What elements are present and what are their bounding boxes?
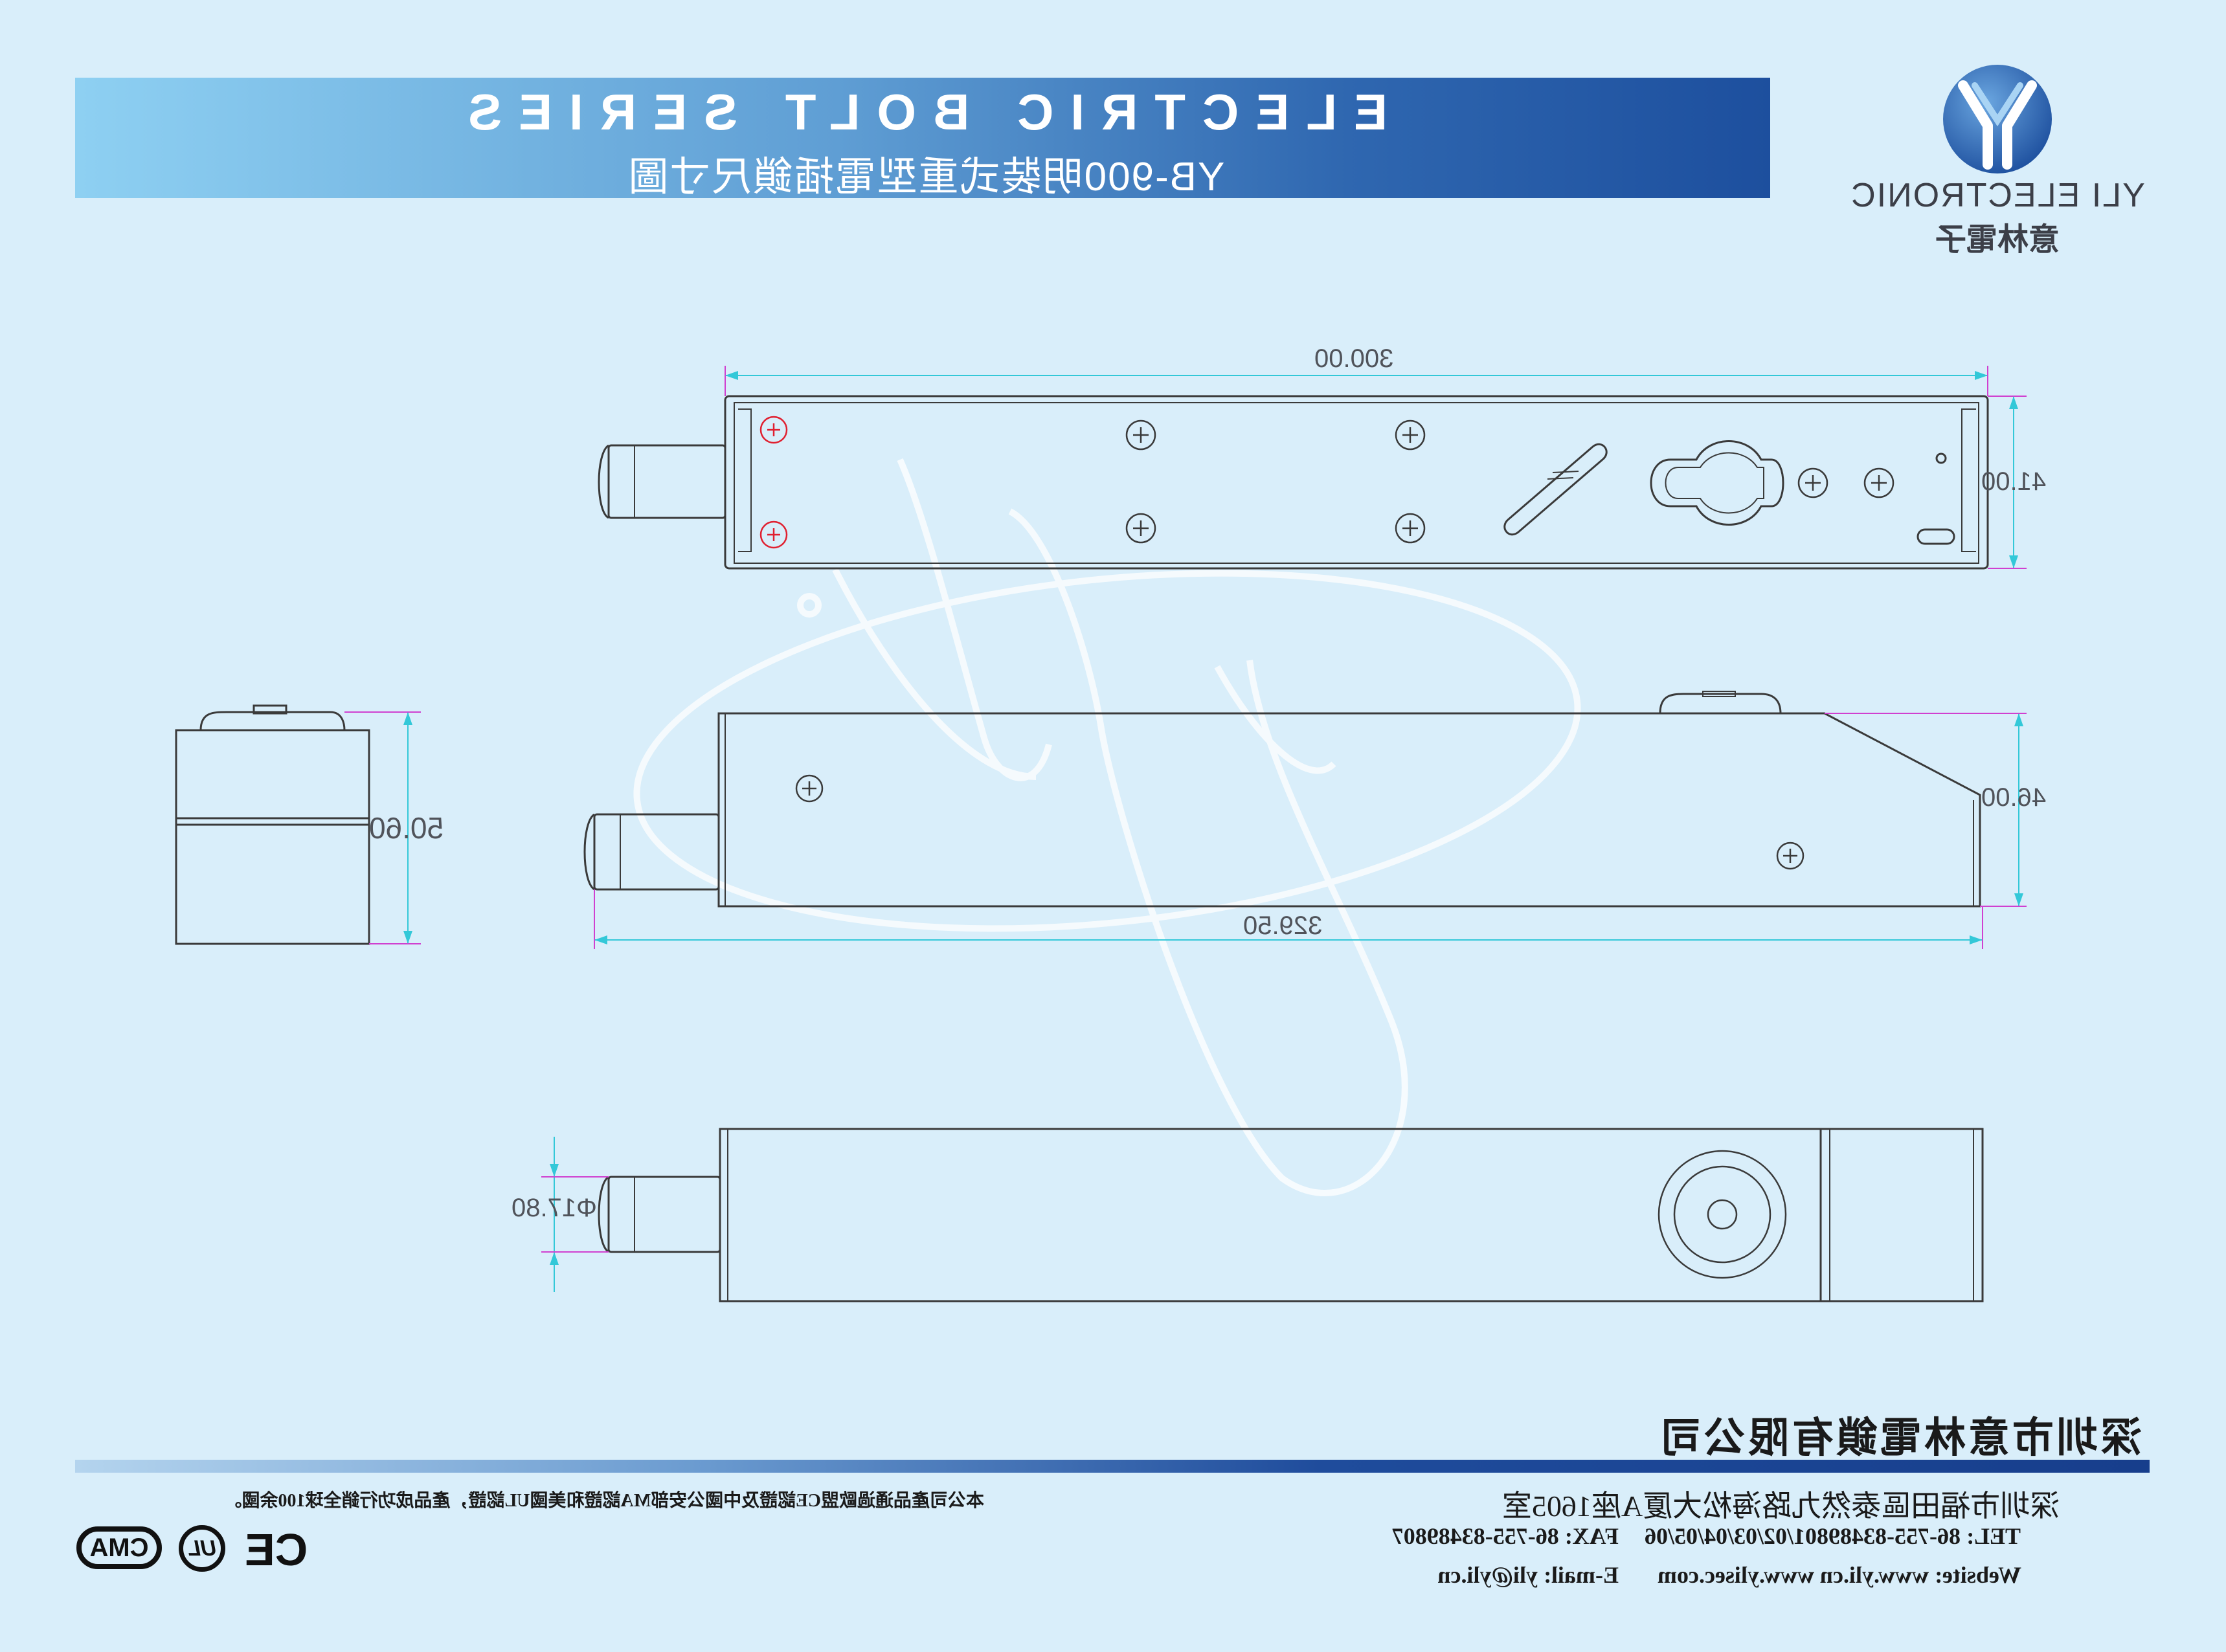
website-links: Website: www.yli.cn www.ylisec.com <box>1658 1562 2021 1588</box>
dimension-label: 329.50 <box>1243 911 1323 940</box>
company-name: 深圳市意林電鎖有限公司 <box>1658 1414 2142 1461</box>
header-banner <box>75 78 1770 198</box>
dimension-lines <box>541 1137 609 1292</box>
dimension-label: 41.00 <box>1981 467 2047 496</box>
top-view <box>598 395 1989 570</box>
screw-icon <box>795 774 1804 870</box>
ul-mark-icon: UL <box>179 1525 225 1572</box>
dimension-label: 46.00 <box>1981 783 2047 812</box>
ce-mark-icon: CE <box>245 1524 308 1575</box>
dimension-label: 300.00 <box>1314 344 1394 373</box>
fax-number: FAX: 86-755-83489807 <box>1391 1523 1619 1549</box>
dimension-label: Φ17.80 <box>512 1194 598 1222</box>
watermark-signature <box>633 458 1581 1196</box>
cma-mark-icon: CMA <box>76 1526 162 1569</box>
footer-divider <box>75 1460 2150 1473</box>
dimension-lines <box>725 366 2027 569</box>
email-address: E-mail: yli@yli.cn <box>1437 1562 1619 1588</box>
bottom-view <box>598 1128 1984 1302</box>
side-view <box>583 691 1981 908</box>
yli-logo-icon <box>1943 65 2052 173</box>
screw-icon <box>759 416 1894 549</box>
dimension-lines <box>344 711 421 944</box>
dimension-label: 50.60 <box>369 811 444 845</box>
end-view <box>175 704 370 945</box>
phone-number: TEL: 86-755-83489801/02/03/04/05/06 <box>1645 1523 2021 1549</box>
company-address: 深圳市福田區泰然九路海松大厦A座1605室 <box>1502 1490 2060 1523</box>
certification-note: 本公司產品通過歐盟CE認證及中國公安部MA認證和美國UL認證，產品成功行銷全球1… <box>223 1491 984 1511</box>
dimension-lines <box>594 713 2027 949</box>
